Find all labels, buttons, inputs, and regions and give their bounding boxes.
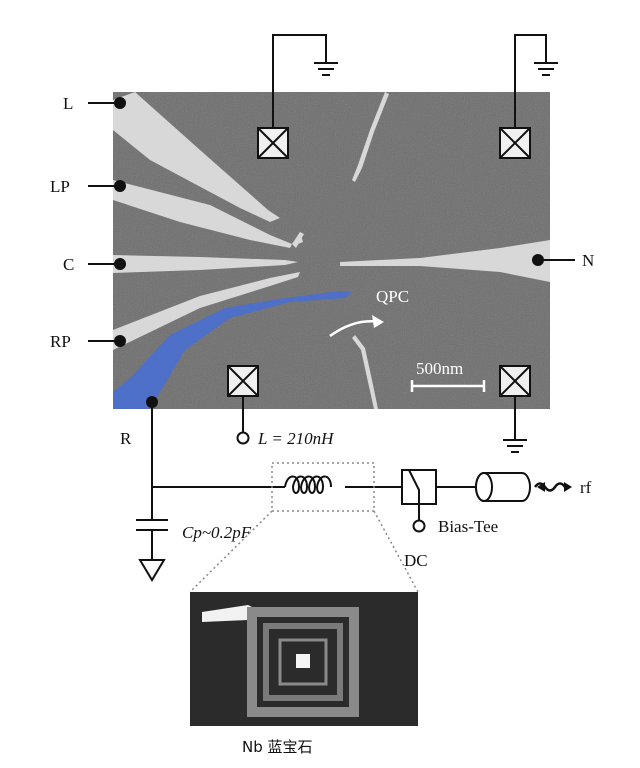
ground-triangle — [138, 559, 166, 582]
zoom-indicator — [189, 462, 419, 593]
ohmic-contact-top-right — [499, 127, 531, 159]
qpc-label: QPC — [376, 287, 409, 306]
ground-top-right — [514, 34, 558, 128]
gate-label-c: C — [63, 255, 74, 274]
reservoir-label-r: R — [120, 429, 132, 448]
gate-c-electrode — [113, 255, 298, 273]
gate-label-n: N — [582, 251, 594, 270]
gate-l-electrode — [113, 92, 280, 222]
qpc-gate-finger — [352, 335, 378, 409]
inductor-contact-lead — [236, 396, 250, 445]
scale-bar — [410, 380, 486, 392]
bias-tee-label: Bias-Tee — [438, 517, 498, 536]
gate-label-l: L — [63, 94, 73, 113]
sem-image — [113, 92, 550, 409]
dc-label: DC — [404, 551, 428, 570]
gate-r-electrode — [113, 291, 352, 409]
inductance-label: L = 210nH — [257, 429, 335, 448]
rf-label: rf — [580, 478, 592, 497]
gate-leads — [88, 97, 575, 347]
rf-circuit — [136, 396, 572, 582]
ohmic-contact-bottom-right — [499, 365, 531, 397]
top-gate-finger — [352, 92, 389, 182]
inset-caption: Nb 蓝宝石 — [242, 738, 313, 756]
scale-label: 500nm — [416, 359, 463, 378]
gate-lp-electrode — [113, 180, 292, 248]
rf-signal-arrow — [533, 482, 567, 492]
gate-label-rp: RP — [50, 332, 71, 351]
ground-bottom-right — [503, 396, 527, 453]
capacitance-label: Cp~0.2pF — [182, 523, 252, 542]
gate-n-electrode — [340, 240, 550, 282]
gate-label-lp: LP — [50, 177, 70, 196]
inductor-coil — [284, 475, 332, 494]
inductor-micrograph-inset — [190, 592, 418, 726]
ground-top-left — [272, 34, 338, 128]
ohmic-contact-bottom-left — [227, 365, 259, 397]
ohmic-contact-top-left — [257, 127, 289, 159]
gate-rp-electrode — [113, 272, 300, 350]
